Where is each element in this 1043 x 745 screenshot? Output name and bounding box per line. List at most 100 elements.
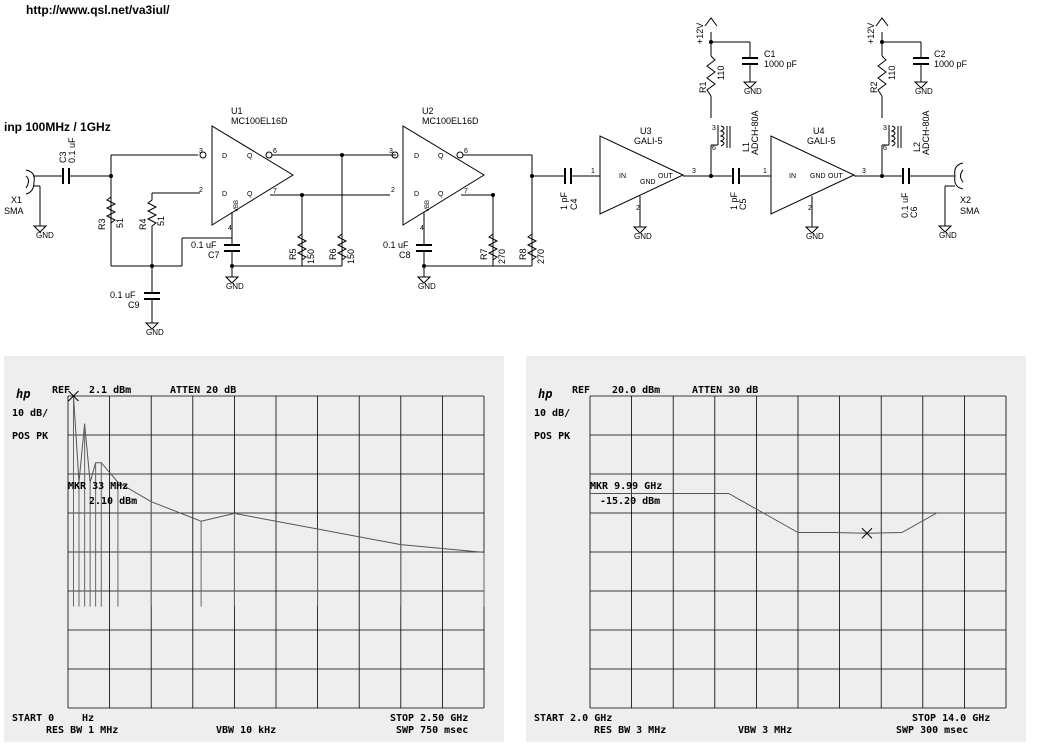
u2-q-pin: Q [438, 191, 444, 198]
l1-part: ADCH-80A [750, 110, 760, 155]
u1-pin2: 2 [199, 187, 203, 194]
r2-value: 110 [887, 66, 897, 80]
u2-d-pin: D [414, 153, 419, 160]
u1-q-pin: Q [247, 191, 253, 198]
resolution-bandwidth: RES BW 1 MHz [46, 725, 118, 736]
c6-ref: C6 [909, 206, 919, 218]
marker-cross [68, 390, 79, 402]
ref-level: 20.0 dBm [612, 385, 660, 396]
input-label: inp 100MHz / 1GHz [4, 120, 111, 134]
u3-part: GALI-5 [634, 136, 663, 146]
u2-pin7: 7 [464, 188, 468, 195]
c5-ref: C5 [738, 198, 748, 210]
ref-label: REF [52, 385, 70, 396]
stop-frequency: STOP 2.50 GHz [390, 713, 468, 724]
c1-ref: C1 [764, 49, 776, 59]
hp-logo: hp [538, 387, 552, 401]
marker-level: 2.10 dBm [89, 496, 137, 507]
u2-pin3: 3 [389, 148, 393, 155]
x2-type: SMA [960, 206, 980, 216]
c9-ref: C9 [128, 300, 140, 310]
u2-part: MC100EL16D [422, 116, 479, 126]
sweep-time: SWP 750 msec [396, 725, 468, 736]
u1-pin4: 4 [228, 225, 232, 232]
r3-ref: R3 [97, 218, 107, 230]
spectrum-analyzer-left: hp REF 2.1 dBm ATTEN 20 dB 10 dB/ POS PK… [4, 356, 504, 742]
u1-dbar-pin: D [222, 191, 227, 198]
u3-pin2: 2 [636, 205, 640, 212]
scale-label: 10 dB/ [12, 408, 48, 419]
start-frequency: START 2.0 GHz [534, 713, 612, 724]
l1-pin6: 6 [712, 145, 716, 152]
l2-part: ADCH-80A [921, 110, 931, 155]
u1-d-pin: D [222, 153, 227, 160]
u3-pin3: 3 [692, 168, 696, 175]
u1-qbar-pin: Q [247, 153, 253, 160]
u2-pin4: 4 [420, 225, 424, 232]
c5-value: 1 pF [729, 191, 739, 210]
gnd-u3: GND [634, 232, 652, 241]
resolution-bandwidth: RES BW 3 MHz [594, 725, 666, 736]
u3-gnd-pin: GND [640, 179, 656, 186]
supply-label-1: +12V [695, 23, 705, 44]
c2-ref: C2 [934, 49, 946, 59]
c8-value: 0.1 uF [383, 240, 409, 250]
u4-gnd-pin: GND [810, 173, 826, 180]
u4-in-pin: IN [789, 173, 796, 180]
gnd-c7: GND [226, 282, 244, 291]
l2-pin3: 3 [883, 125, 887, 132]
c3-value: 0.1 uF [67, 137, 77, 163]
r4-value: 51 [156, 216, 166, 226]
ref-label: REF [572, 385, 590, 396]
r7-value: 270 [497, 249, 507, 264]
u3-ref: U3 [640, 126, 652, 136]
u1-pin6: 6 [273, 148, 277, 155]
gnd-c2: GND [915, 87, 933, 96]
c8-ref: C8 [399, 250, 411, 260]
r5-ref: R5 [288, 248, 298, 260]
r8-value: 270 [536, 249, 546, 264]
u4-pin1: 1 [763, 168, 767, 175]
r8-ref: R8 [518, 248, 528, 260]
marker-level: -15.20 dBm [600, 496, 660, 507]
gnd-x2: GND [939, 231, 957, 240]
r6-ref: R6 [328, 248, 338, 260]
gnd-u4: GND [806, 232, 824, 241]
spectrum-analyzer-right: hp REF 20.0 dBm ATTEN 30 dB 10 dB/ POS P… [526, 356, 1026, 742]
l2-ref: L2 [912, 142, 922, 152]
detector-label: POS PK [12, 431, 48, 442]
r6-value: 150 [346, 249, 356, 264]
u1-part: MC100EL16D [231, 116, 288, 126]
atten-label: ATTEN 30 dB [692, 385, 758, 396]
u3-pin1: 1 [591, 168, 595, 175]
x1-ref: X1 [11, 195, 22, 205]
c7-value: 0.1 uF [191, 240, 217, 250]
c2-value: 1000 pF [934, 59, 968, 69]
r4-ref: R4 [138, 218, 148, 230]
video-bandwidth: VBW 3 MHz [738, 725, 792, 736]
c9-value: 0.1 uF [110, 290, 136, 300]
c7-ref: C7 [208, 250, 220, 260]
u4-pin2: 2 [808, 205, 812, 212]
u4-out-pin: OUT [828, 173, 844, 180]
graticule-grid [589, 395, 1007, 709]
c3-ref: C3 [58, 151, 68, 163]
start-unit: Hz [82, 713, 94, 724]
x1-type: SMA [4, 206, 24, 216]
u3-out-pin: OUT [658, 173, 674, 180]
r1-ref: R1 [698, 81, 708, 93]
supply-label-2: +12V [866, 23, 876, 44]
source-url[interactable]: http://www.qsl.net/va3iul/ [26, 3, 170, 17]
u4-pin3: 3 [862, 168, 866, 175]
start-frequency: START 0 [12, 713, 54, 724]
c1-value: 1000 pF [764, 59, 798, 69]
video-bandwidth: VBW 10 kHz [216, 725, 276, 736]
c6-value: 0.1 uF [900, 192, 910, 218]
marker-cross [861, 527, 873, 539]
scale-label: 10 dB/ [534, 408, 570, 419]
gnd-c1: GND [744, 87, 762, 96]
u3-in-pin: IN [619, 173, 626, 180]
x2-ref: X2 [960, 195, 971, 205]
ref-level: 2.1 dBm [89, 385, 131, 396]
stop-frequency: STOP 14.0 GHz [912, 713, 990, 724]
